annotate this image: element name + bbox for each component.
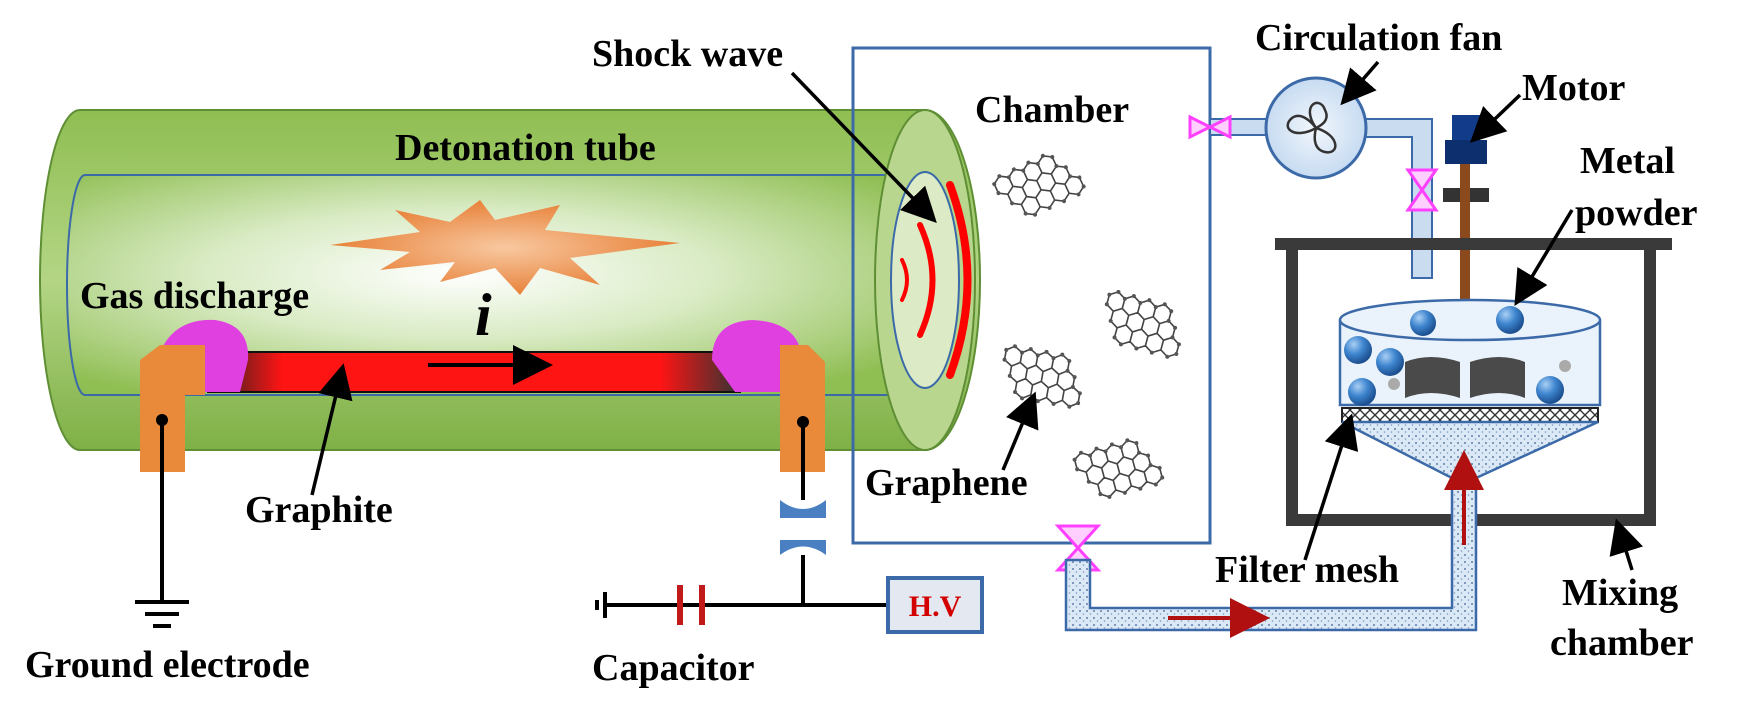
spark-gap (780, 500, 826, 555)
stirrer-shaft (1460, 164, 1470, 396)
graphene-flake-3 (995, 341, 1090, 412)
ground-symbol (135, 420, 189, 628)
graphite-rod (207, 351, 741, 393)
filter-mesh-strip (1341, 407, 1599, 423)
chamber-box (851, 46, 1212, 545)
graphene-flake-2 (1094, 286, 1192, 363)
label-current: i (475, 282, 492, 348)
stirrer-blade (1405, 357, 1525, 398)
valve-top-left-icon (1188, 114, 1232, 140)
hv-source-box (886, 576, 984, 634)
hv-source-label: H.V (909, 590, 962, 623)
label-gas-discharge: Gas discharge (80, 275, 309, 317)
label-metal-powder-1: Metal (1580, 140, 1675, 182)
graphene-flake-1 (988, 142, 1090, 229)
label-filter-mesh: Filter mesh (1215, 549, 1399, 591)
graphene-flake-4 (1070, 430, 1167, 507)
label-detonation-tube: Detonation tube (395, 127, 656, 169)
label-ground-electrode: Ground electrode (25, 644, 310, 686)
label-capacitor: Capacitor (592, 647, 755, 689)
ground-electrode-block (140, 345, 205, 472)
label-mixing-chamber-2: chamber (1550, 622, 1694, 664)
capacitor-symbol (677, 585, 705, 625)
label-metal-powder-2: powder (1575, 192, 1698, 234)
hv-wiring (595, 422, 888, 618)
metal-powder-spheres (1344, 306, 1564, 406)
label-shock-wave: Shock wave (592, 33, 783, 75)
motor-body (1445, 140, 1487, 164)
label-graphene: Graphene (865, 462, 1028, 504)
label-motor: Motor (1522, 67, 1626, 109)
label-chamber: Chamber (975, 89, 1129, 131)
label-mixing-chamber-1: Mixing (1562, 572, 1678, 614)
valve-right-icon (1405, 168, 1439, 212)
leader-arrows (310, 60, 1644, 571)
fan-blades-icon (1286, 101, 1337, 154)
shock-wave-arcs (900, 181, 972, 379)
label-circulation-fan: Circulation fan (1255, 17, 1502, 59)
gas-discharge-right (712, 320, 802, 392)
right-electrode-block (780, 345, 825, 472)
label-graphite: Graphite (245, 489, 393, 531)
explosion-shape (330, 200, 680, 295)
powder-flakes (1388, 360, 1571, 390)
